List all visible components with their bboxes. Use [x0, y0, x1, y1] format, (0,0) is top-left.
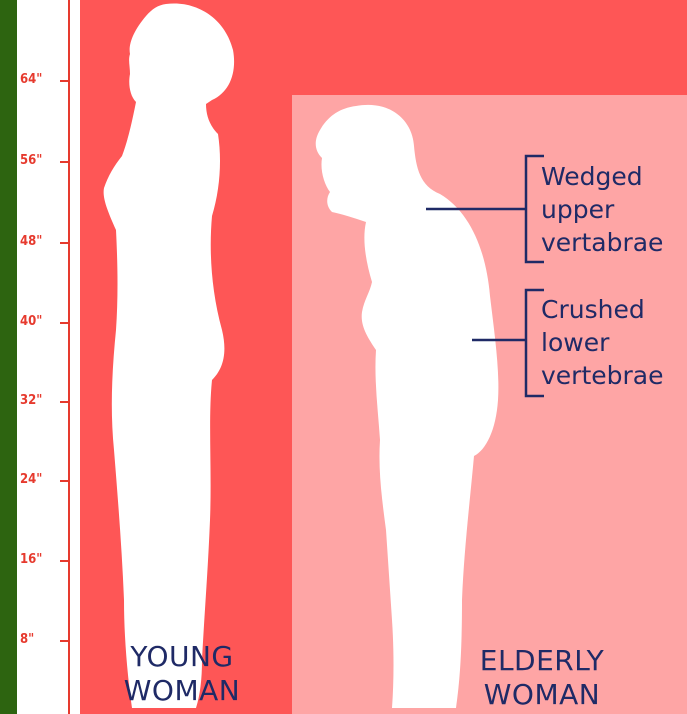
young-caption-line1: YOUNG: [92, 640, 272, 674]
callout-lower-label: Crushed lower vertebrae: [541, 293, 664, 392]
callout-lower-line3: vertebrae: [541, 359, 664, 392]
callout-lower-line1: Crushed: [541, 293, 664, 326]
elderly-caption-line1: ELDERLY: [452, 644, 632, 678]
elderly-caption-line2: WOMAN: [452, 678, 632, 712]
young-woman-caption: YOUNG WOMAN: [92, 640, 272, 708]
young-woman-silhouette: [104, 3, 234, 708]
callout-upper-line2: upper: [541, 193, 663, 226]
callout-upper-label: Wedged upper vertabrae: [541, 160, 663, 259]
callout-upper-line1: Wedged: [541, 160, 663, 193]
callout-upper-line3: vertabrae: [541, 226, 663, 259]
young-caption-line2: WOMAN: [92, 674, 272, 708]
callout-lower-line2: lower: [541, 326, 664, 359]
elderly-woman-silhouette: [316, 105, 499, 708]
elderly-woman-caption: ELDERLY WOMAN: [452, 644, 632, 712]
